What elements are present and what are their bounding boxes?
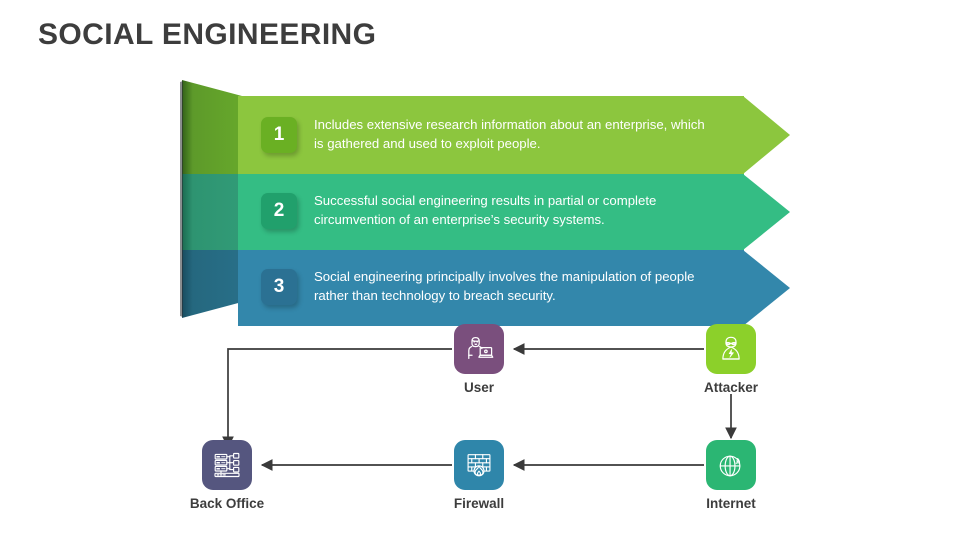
chevron-number-2: 2: [273, 200, 285, 221]
chevron-banner: 1 Includes extensive research informatio…: [180, 70, 790, 328]
node-user-label: User: [463, 380, 495, 395]
node-back-office-box[interactable]: [202, 440, 252, 490]
node-internet-box[interactable]: [706, 440, 756, 490]
chevron-body-3: [238, 250, 744, 326]
node-firewall-box[interactable]: [454, 440, 504, 490]
node-attacker-box[interactable]: [706, 324, 756, 374]
node-back-office-label: Back Office: [189, 496, 265, 511]
chevron-text-2: Successful social engineering results in…: [314, 193, 657, 227]
server-rack-icon: [214, 452, 240, 478]
chevron-badge-3: 3: [261, 269, 297, 305]
globe-signal-icon: [719, 455, 741, 477]
node-attacker[interactable]: Attacker: [704, 324, 758, 395]
node-back-office[interactable]: Back Office: [190, 440, 264, 511]
chevron-badge-2: 2: [261, 193, 297, 229]
user-laptop-icon: [468, 336, 494, 360]
chevron-row-2: 2 Successful social engineering results …: [238, 174, 790, 250]
node-user[interactable]: User: [454, 324, 504, 395]
chevron-tip-3: [743, 250, 790, 326]
node-attacker-label: Attacker: [703, 380, 759, 395]
chevron-number-1: 1: [273, 124, 285, 145]
chevron-row-3: 3 Social engineering principally involve…: [238, 250, 790, 326]
hacker-hood-icon: [722, 336, 740, 360]
chevron-body-2: [238, 174, 744, 250]
chevron-row-1: 1 Includes extensive research informatio…: [238, 96, 790, 174]
node-firewall[interactable]: Firewall: [454, 440, 504, 511]
node-firewall-label: Firewall: [453, 496, 505, 511]
chevron-text-1: Includes extensive research information …: [314, 117, 705, 151]
page-title: SOCIAL ENGINEERING: [38, 18, 377, 51]
wire-user-to-back-office: [222, 348, 452, 449]
diagram-connectors: [222, 343, 737, 471]
firewall-brick-icon: [467, 454, 491, 477]
network-diagram: User Attacker: [0, 318, 960, 540]
node-internet[interactable]: Internet: [706, 440, 756, 511]
chevron-body-1: [238, 96, 744, 174]
chevron-badge-1: 1: [261, 117, 297, 153]
node-user-box[interactable]: [454, 324, 504, 374]
chevron-tip-2: [743, 174, 790, 250]
node-internet-label: Internet: [706, 496, 756, 511]
chevron-number-3: 3: [273, 276, 285, 297]
chevron-text-3: Social engineering principally involves …: [314, 269, 695, 303]
chevron-tip-1: [743, 96, 790, 174]
banner-left-fold: [180, 80, 242, 318]
